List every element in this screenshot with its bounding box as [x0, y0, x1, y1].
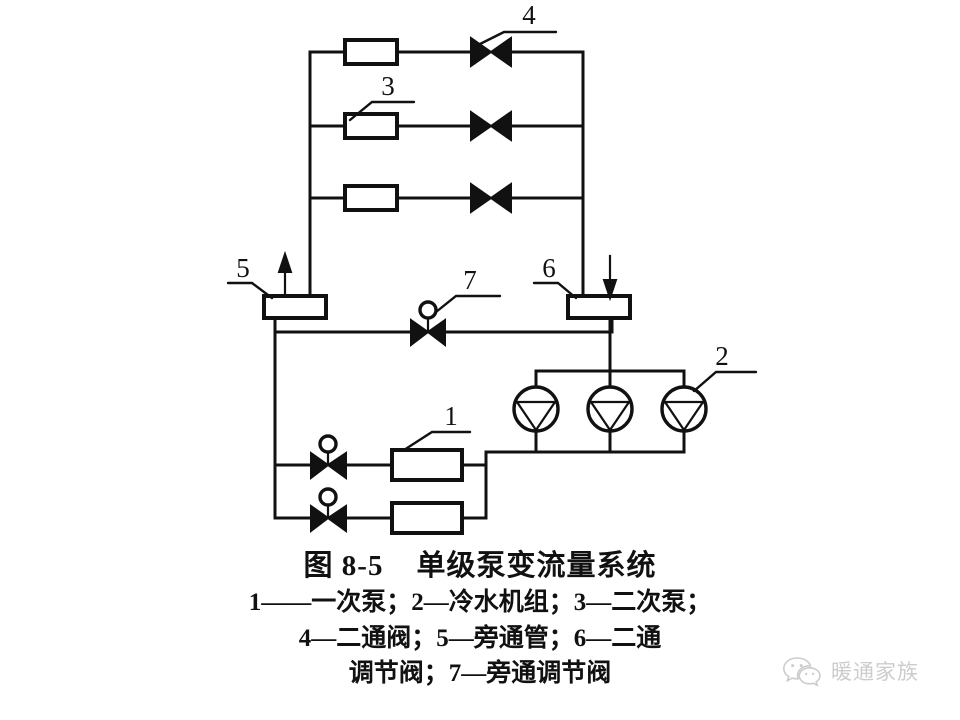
return-flow-arrow: [602, 254, 618, 302]
callout-7-label: 7: [463, 265, 477, 295]
callout-5-label: 5: [236, 253, 250, 283]
callout-6-label: 6: [542, 253, 556, 283]
callout-2-label: 2: [715, 341, 729, 371]
callout-3-leader: [348, 100, 416, 122]
callout-2-leader: [692, 370, 758, 393]
return-header-6: [566, 294, 632, 320]
secondary-pump-1: [343, 38, 399, 66]
wechat-icon: [782, 655, 822, 687]
bypass-pipe-right: [444, 316, 614, 334]
primary-pump-b: [390, 501, 464, 535]
watermark-text: 暖通家族: [831, 661, 919, 684]
bypass-control-valve-7: [410, 300, 446, 348]
caption-legend-line-1: 1——一次泵；2—冷水机组；3—二次泵；: [248, 589, 712, 617]
chiller-unit-1: [512, 385, 560, 433]
figure-caption: 图 8-5 单级泵变流量系统 1——一次泵；2—冷水机组；3—二次泵； 4—二通…: [0, 548, 960, 692]
callout-4-label: 4: [522, 0, 536, 30]
primary-control-valve-a: [310, 434, 347, 481]
two-way-valve-2: [470, 110, 512, 142]
supply-header-5: [262, 294, 328, 320]
primary-control-valve-b: [310, 487, 347, 534]
chiller-unit-2: [586, 385, 634, 433]
callout-6-leader: [532, 281, 578, 300]
two-way-valve-3: [470, 182, 512, 214]
supply-flow-arrow: [277, 250, 293, 296]
callout-4-leader: [470, 30, 558, 50]
chiller-unit-3: [660, 385, 708, 433]
secondary-pump-3: [343, 184, 399, 212]
callout-7-leader: [434, 294, 502, 314]
bypass-pipe-left: [273, 316, 412, 334]
callout-5-leader: [226, 281, 274, 300]
caption-title: 图 8-5 单级泵变流量系统: [303, 550, 657, 582]
primary-loop-right-riser: [484, 450, 538, 520]
callout-3-label: 3: [381, 71, 395, 101]
two-way-valve-1: [470, 36, 512, 68]
caption-legend-line-3: 调节阀；7—旁通调节阀: [348, 660, 612, 688]
primary-pump-a: [390, 448, 464, 482]
watermark: 暖通家族: [782, 655, 919, 687]
callout-1-label: 1: [444, 401, 458, 431]
caption-legend-line-2: 4—二通阀；5—旁通管；6—二通: [298, 624, 662, 652]
callout-1-leader: [402, 430, 472, 452]
